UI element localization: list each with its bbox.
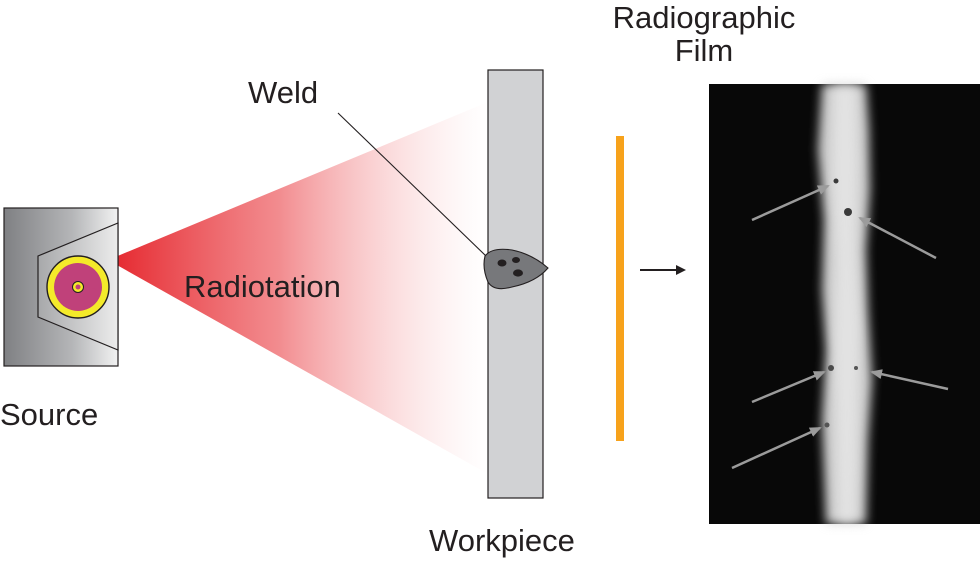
- radiograph-defect: [844, 208, 852, 216]
- weld-leader-line: [337, 112, 487, 257]
- film-label-line1: Radiographic: [612, 0, 796, 35]
- defect-arrow: [751, 370, 826, 404]
- radiograph-defect: [833, 178, 839, 184]
- weld-defect: [497, 259, 507, 267]
- radiograph-defect: [828, 365, 834, 371]
- source-label: Source: [0, 397, 99, 432]
- defect-arrow: [751, 184, 830, 222]
- radiograph-weld-core: [832, 84, 860, 524]
- radiograph-image: [709, 84, 980, 524]
- weld-defect: [513, 269, 523, 277]
- weld-bead: [483, 248, 549, 290]
- radiograph-defect: [824, 422, 830, 428]
- weld-defect: [512, 257, 520, 263]
- workpiece-label: Workpiece: [429, 523, 575, 558]
- radiation-source: [3, 207, 119, 367]
- weld-label: Weld: [248, 75, 319, 110]
- defect-arrow: [870, 369, 949, 391]
- film-label-line2: Film: [674, 33, 734, 68]
- radiation-trefoil-icon: [46, 255, 110, 319]
- film-plate: [616, 136, 624, 441]
- radiograph-defect: [854, 366, 858, 370]
- defect-arrow: [858, 216, 937, 260]
- radiation-label: Radiotation: [184, 269, 341, 304]
- defect-arrow: [731, 426, 822, 470]
- radiation-beam: [108, 102, 488, 474]
